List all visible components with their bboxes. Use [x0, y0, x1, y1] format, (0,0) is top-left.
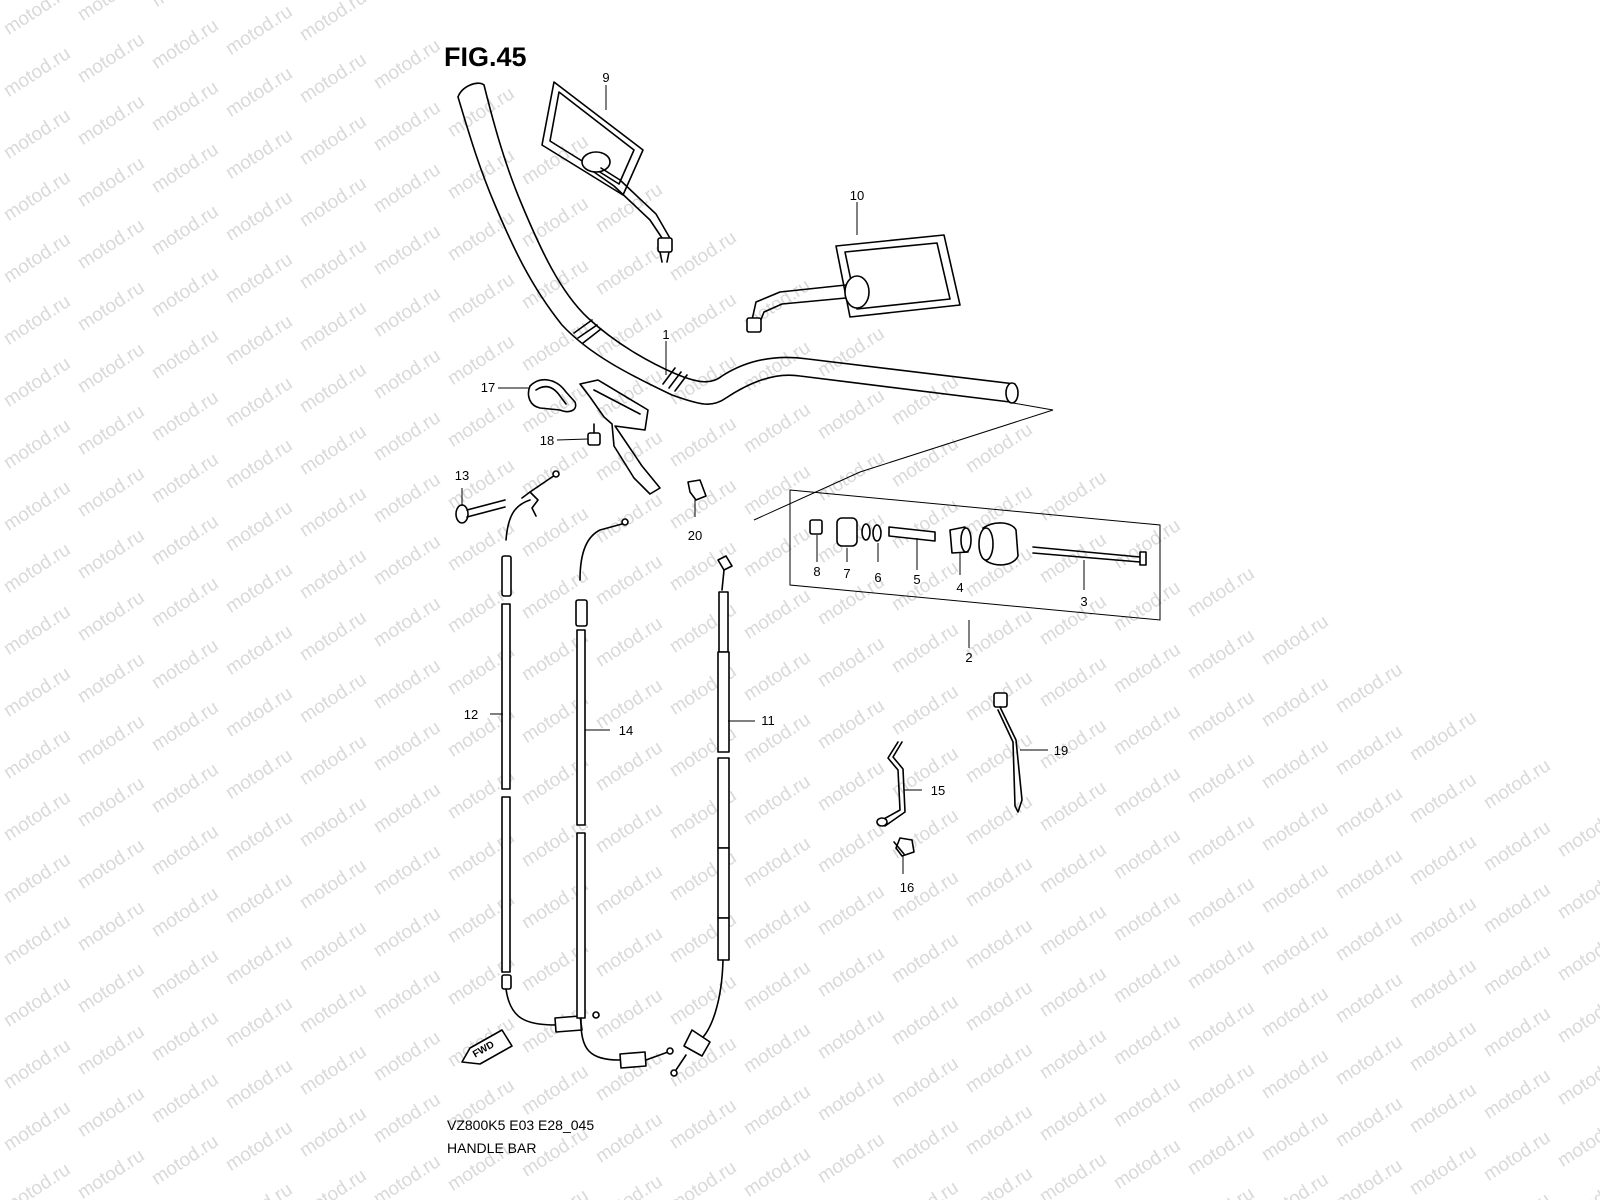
- callout-11: 11: [761, 713, 775, 728]
- callout-1: 1: [662, 327, 669, 342]
- clamp-15: [876, 741, 906, 827]
- figure-name: HANDLE BAR: [447, 1140, 537, 1156]
- figure-title: FIG.45: [444, 42, 527, 72]
- callout-13: 13: [455, 468, 469, 483]
- screw-13: [455, 499, 506, 524]
- callout-15: 15: [931, 783, 945, 798]
- bolt-18: [587, 423, 601, 446]
- callout-7: 7: [843, 566, 850, 581]
- callout-14: 14: [619, 723, 633, 738]
- callout-labels: 9 10 1 17 18 13 20 8 7 6 5 4 3 2 12 14 1…: [455, 70, 1088, 895]
- cable-12: [501, 470, 583, 1033]
- bolt-16: [893, 837, 915, 857]
- callout-2: 2: [965, 650, 972, 665]
- callout-18: 18: [540, 433, 554, 448]
- callout-20: 20: [688, 528, 702, 543]
- callout-9: 9: [602, 70, 609, 85]
- callout-4: 4: [956, 580, 963, 595]
- callout-6: 6: [874, 570, 881, 585]
- mirror-left: [541, 81, 673, 263]
- figure-code: VZ800K5 E03 E28_045: [447, 1117, 595, 1133]
- callout-10: 10: [850, 188, 864, 203]
- callout-3: 3: [1080, 594, 1087, 609]
- callout-17: 17: [481, 380, 495, 395]
- callout-16: 16: [900, 880, 914, 895]
- callout-5: 5: [913, 572, 920, 587]
- cable-tie-19: [993, 692, 1023, 813]
- mirror-right: [746, 234, 961, 333]
- cable-11: [670, 555, 733, 1077]
- balancer-assembly: [789, 489, 1161, 621]
- handlebar: [457, 82, 1054, 521]
- callout-12: 12: [464, 707, 478, 722]
- cable-guide-bracket: [527, 379, 661, 495]
- callout-19: 19: [1054, 743, 1068, 758]
- clamp-20: [687, 479, 707, 501]
- leader-lines: [461, 85, 1085, 874]
- fwd-arrow: FWD: [461, 1029, 513, 1065]
- callout-8: 8: [813, 564, 820, 579]
- cable-14: [575, 518, 674, 1069]
